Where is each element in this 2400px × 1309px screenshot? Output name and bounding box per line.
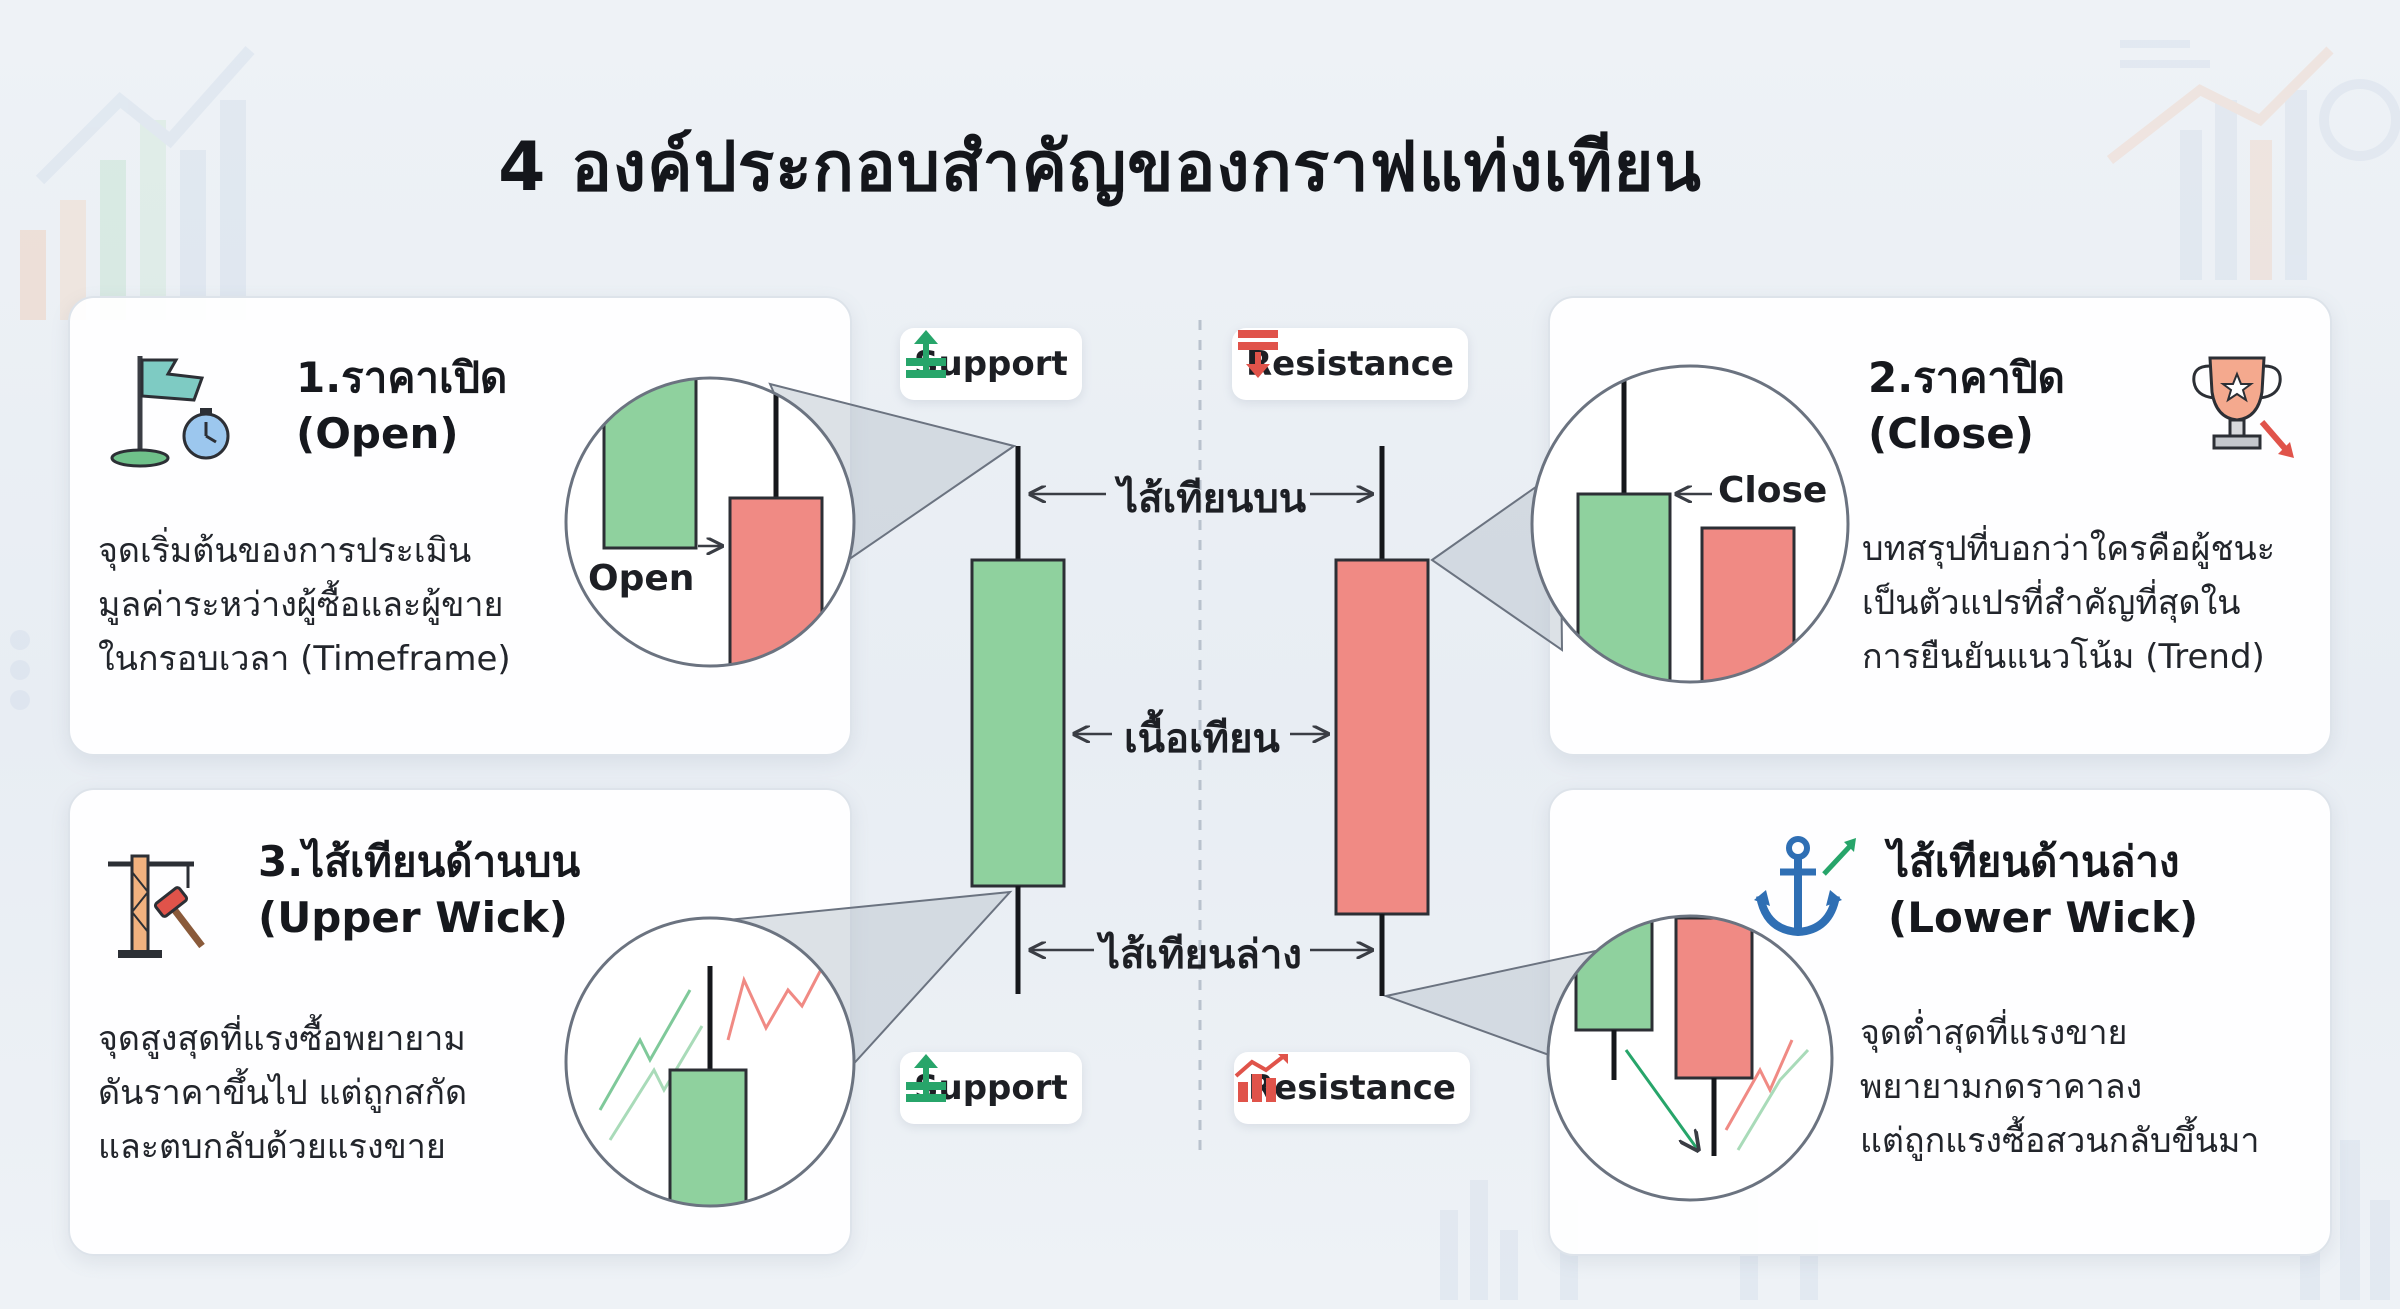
card-close-title-line2: (Close)	[1868, 409, 2034, 458]
card-close-title: 2.ราคาปิด (Close)	[1868, 350, 2065, 462]
resistance-badge-top: Resistance	[1232, 328, 1468, 400]
card-open-desc-line: มูลค่าระหว่างผู้ซื้อและผู้ขาย	[98, 585, 504, 625]
card-lower-wick-title: ไส้เทียนด้านล่าง (Lower Wick)	[1888, 834, 2198, 946]
trophy-icon	[2192, 356, 2294, 458]
card-close-description: บทสรุปที่บอกว่าใครคือผู้ชนะ เป็นตัวแปรที…	[1862, 522, 2275, 684]
card-lower-wick-title-line2: (Lower Wick)	[1888, 893, 2199, 942]
card-lower-wick-desc-line: จุดต่ำสุดที่แรงขาย	[1860, 1013, 2128, 1053]
card-lower-wick-desc-line: แต่ถูกแรงซื้อสวนกลับขึ้นมา	[1860, 1121, 2260, 1161]
card-upper-wick-desc-line: จุดสูงสุดที่แรงซื้อพยายาม	[98, 1019, 466, 1059]
card-close-desc-line: การยืนยันแนวโน้ม (Trend)	[1862, 637, 2265, 677]
card-upper-wick-desc-line: และตบกลับด้วยแรงขาย	[98, 1127, 446, 1167]
zoom-label-open: Open	[588, 558, 695, 599]
card-close-desc-line: บทสรุปที่บอกว่าใครคือผู้ชนะ	[1862, 529, 2276, 569]
resistance-badge-bottom: Resistance	[1234, 1052, 1470, 1124]
card-open-title-line2: (Open)	[296, 409, 459, 458]
card-upper-wick-description: จุดสูงสุดที่แรงซื้อพยายาม ดันราคาขึ้นไป …	[98, 1012, 467, 1174]
zoom-circle-close	[1530, 364, 1850, 684]
card-open-title-line1: 1.ราคาเปิด	[296, 353, 508, 402]
zoom-circle-upper-wick	[564, 916, 856, 1208]
red-candle-body	[1334, 558, 1430, 916]
card-upper-wick-title: 3.ไส้เทียนด้านบน (Upper Wick)	[258, 834, 580, 946]
card-lower-wick-description: จุดต่ำสุดที่แรงขาย พยายามกดราคาลง แต่ถูก…	[1860, 1006, 2260, 1168]
support-icon	[906, 330, 946, 378]
rising-chart-icon	[1234, 1054, 1288, 1102]
support-icon	[906, 1054, 946, 1102]
anchor-icon	[1754, 836, 1856, 937]
support-badge-bottom: Support	[900, 1052, 1082, 1124]
card-open-title: 1.ราคาเปิด (Open)	[296, 350, 507, 462]
resistance-icon	[1238, 330, 1278, 378]
crane-hammer-icon	[108, 854, 205, 958]
card-close-title-line1: 2.ราคาปิด	[1868, 353, 2065, 402]
card-upper-wick-title-line1: 3.ไส้เทียนด้านบน	[258, 837, 581, 886]
body-label: เนื้อเทียน	[1124, 716, 1280, 762]
lower-wick-label: ไส้เทียนล่าง	[1100, 932, 1302, 978]
card-lower-wick-title-line1: ไส้เทียนด้านล่าง	[1888, 837, 2180, 886]
card-close-desc-line: เป็นตัวแปรที่สำคัญที่สุดใน	[1862, 583, 2241, 623]
zoom-circle-open	[564, 376, 856, 668]
card-upper-wick-desc-line: ดันราคาขึ้นไป แต่ถูกสกัด	[98, 1073, 468, 1113]
card-open-description: จุดเริ่มต้นของการประเมิน มูลค่าระหว่างผู…	[98, 524, 511, 686]
upper-wick-label: ไส้เทียนบน	[1118, 476, 1307, 522]
green-candle-body	[970, 558, 1066, 888]
card-upper-wick-title-line2: (Upper Wick)	[258, 893, 568, 942]
support-badge-top: Support	[900, 328, 1082, 400]
flag-clock-icon	[110, 356, 230, 468]
page-title: 4 องค์ประกอบสำคัญของกราฟแท่งเทียน	[498, 128, 1702, 207]
zoom-circle-lower-wick	[1546, 914, 1834, 1202]
card-open-desc-line: จุดเริ่มต้นของการประเมิน	[98, 531, 472, 571]
resistance-label-top: Resistance	[1246, 344, 1454, 384]
card-open-desc-line: ในกรอบเวลา (Timeframe)	[98, 639, 511, 679]
card-lower-wick-desc-line: พยายามกดราคาลง	[1860, 1067, 2143, 1107]
zoom-label-close: Close	[1718, 470, 1828, 511]
resistance-label-bottom: Resistance	[1248, 1068, 1456, 1108]
